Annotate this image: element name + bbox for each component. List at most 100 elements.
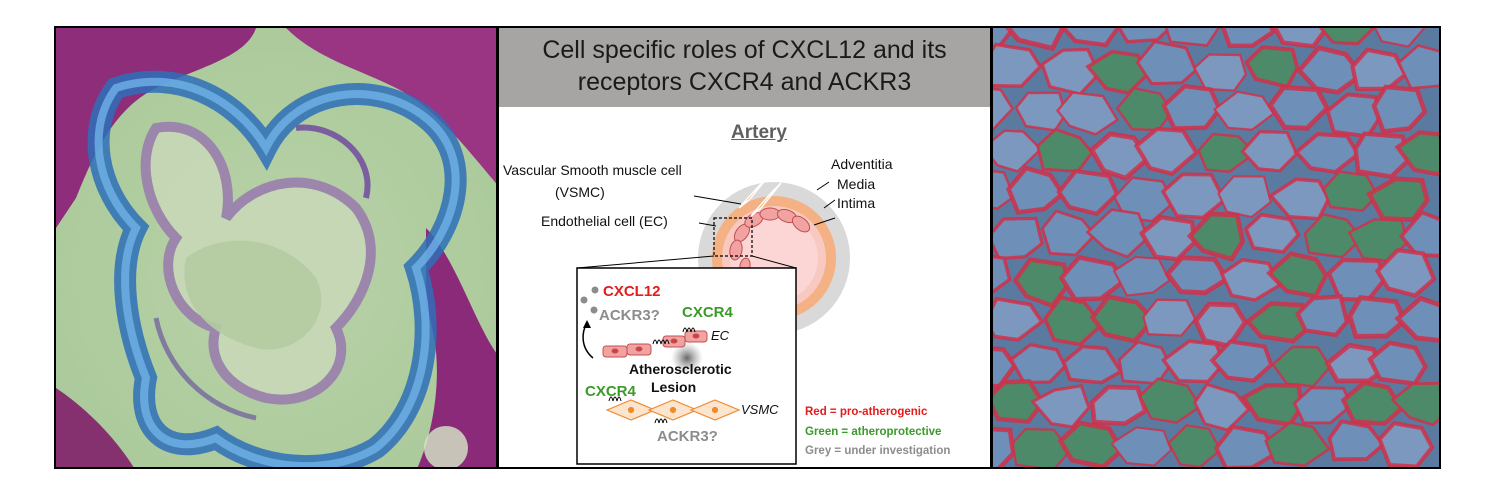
fluorescent-cell [993,87,1015,132]
fluorescent-cell [1318,28,1376,46]
fluorescent-cell [1295,294,1350,338]
fluorescent-cell [1327,419,1387,462]
adventitia-label: Adventitia [831,156,893,172]
fluorescent-cell [993,379,1046,424]
fluorescent-cell [1321,170,1380,212]
fluorescent-cell [1353,131,1411,180]
zoom-selection-box [713,217,753,257]
fluorescent-cell [1186,211,1246,262]
fluorescent-cell [1371,84,1428,134]
histology-image-panel [54,26,498,469]
ec-label: Endothelial cell (EC) [541,213,668,229]
ackr3-bottom-label: ACKR3? [657,428,718,445]
fluorescence-cell-image [993,28,1439,467]
fluorescent-cell [1213,424,1280,467]
fluorescent-cell [1060,28,1121,48]
histology-artery-image [56,28,496,467]
fluorescent-cell [1390,381,1439,427]
fluorescent-cell [1350,47,1408,92]
fluorescent-cell [1008,342,1068,385]
fluorescent-cell [1217,175,1272,219]
ackr3-top-label: ACKR3? [599,307,660,324]
fluorescent-cell [1272,28,1330,49]
ec-inset-label: EC [711,328,730,343]
fluorescent-cell [1165,28,1220,47]
fluorescent-cell [1112,255,1171,297]
fluorescent-cell [993,42,1043,88]
fluorescent-cell [1043,295,1105,347]
diagram-panel: Cell specific roles of CXCL12 and its re… [497,26,992,469]
fluorescent-cell [1213,90,1276,131]
fluorescent-cell [1057,420,1125,467]
fluorescent-cell [1089,294,1157,344]
fluorescent-cell [1197,132,1257,173]
inset-vsmc-cells [605,399,741,421]
lesion-blob [671,342,703,374]
cxcl12-particles [580,286,599,314]
fluorescent-cell [1011,427,1071,467]
fluorescent-cell [993,169,1016,210]
receptor-squiggle-icon [682,327,696,333]
fluorescence-image-panel [991,26,1441,469]
fluorescent-cell [1366,176,1430,222]
fluorescent-cell [993,129,1043,173]
fluorescent-cell [1244,301,1311,344]
cxcr4-bottom-label: CXCR4 [585,383,636,400]
fluorescent-cell [1324,342,1387,384]
fluorescent-cell [993,426,1016,467]
fluorescent-cell [1240,130,1299,173]
fluorescent-cell [1040,209,1097,257]
fluorescent-cell [1303,212,1364,259]
fluorescent-cell [1397,44,1439,90]
fluorescent-cell [993,254,1012,294]
cxcl12-label: CXCL12 [603,283,661,300]
fluorescent-cell [1219,258,1282,302]
inset-endothelial-cells [602,330,708,358]
legend-red: Red = pro-atherogenic [805,406,928,418]
fluorescent-cell [1089,384,1149,427]
fluorescent-cell [1061,344,1124,385]
fluorescent-cell [1374,247,1437,298]
receptor-squiggle-icon [652,339,670,345]
receptor-squiggle-icon [654,418,668,424]
vsmc-inset-label: VSMC [741,402,779,417]
fluorescent-cell [1138,377,1203,424]
artery-schematic [576,177,850,465]
vsmc-label-line1: Vascular Smooth muscle cell [503,162,682,178]
fluorescent-cell [1399,210,1439,258]
vsmc-label-line2: (VSMC) [555,184,605,200]
fluorescent-cell [1220,28,1276,49]
receptor-squiggle-icon [608,396,622,402]
lesion-label-line1: Atherosclerotic [629,361,732,377]
fluorescent-cell [1193,382,1251,432]
fluorescent-cell [1347,294,1408,339]
fluorescent-cell [993,216,1044,261]
fluorescent-cell [1292,386,1354,425]
artery-label: Artery [731,122,787,143]
fluorescent-cell [1267,84,1331,131]
fluorescent-cell [1160,172,1227,220]
fluorescent-cell [1296,45,1366,95]
fluorescent-cell [1006,165,1066,215]
fluorescent-cell [1117,28,1173,44]
fluorescent-cell [1056,168,1120,217]
cxcr4-top-label: CXCR4 [682,304,733,321]
fluorescent-cell [1161,339,1226,384]
diagram-title-line1: Cell specific roles of CXCL12 and its [542,36,947,64]
lesion-label-line2: Lesion [651,379,697,395]
fluorescent-cell [1085,49,1151,96]
fluorescent-cell [1113,176,1176,223]
fluorescent-cell [1161,83,1222,131]
fluorescent-cell [1133,126,1200,177]
media-label: Media [837,176,876,192]
fluorescent-cell [1293,132,1361,175]
fluorescent-cell [1058,254,1128,302]
fluorescent-cell [1167,424,1222,467]
fluorescent-cell [1243,212,1301,254]
fluorescent-cell [1377,420,1435,467]
fluorescent-cell [1085,208,1150,259]
intima-label: Intima [837,195,876,211]
fluorescent-cell [1394,130,1439,177]
fluorescent-cell [1164,255,1231,296]
fluorescent-cell [1139,215,1197,262]
